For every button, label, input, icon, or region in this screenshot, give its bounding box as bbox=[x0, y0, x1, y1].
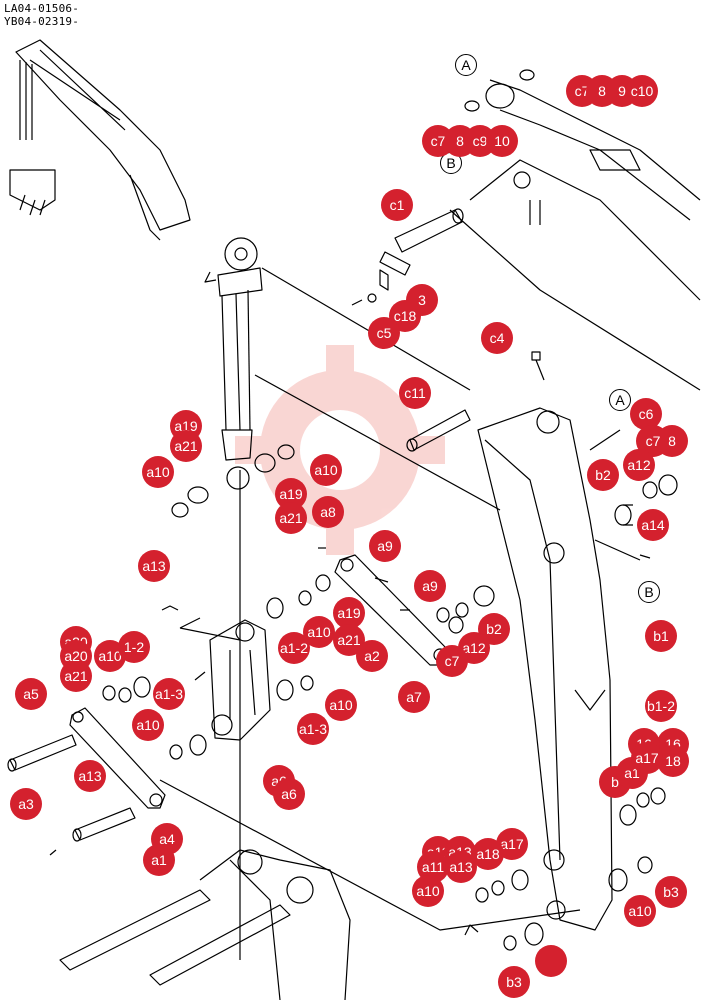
part-callout[interactable]: a9 bbox=[414, 570, 446, 602]
part-callout[interactable]: a6 bbox=[273, 778, 305, 810]
part-callout[interactable]: a17 bbox=[631, 742, 663, 774]
part-callout[interactable]: a18 bbox=[472, 838, 504, 870]
part-callout[interactable]: b1 bbox=[645, 620, 677, 652]
part-callout[interactable]: a1-3 bbox=[297, 713, 329, 745]
part-callout[interactable]: c11 bbox=[399, 377, 431, 409]
part-callout[interactable]: b3 bbox=[655, 876, 687, 908]
part-callout[interactable] bbox=[535, 945, 567, 977]
part-callout[interactable]: a1-2 bbox=[278, 632, 310, 664]
link-a3 bbox=[69, 707, 166, 809]
part-callout[interactable]: a3 bbox=[10, 788, 42, 820]
part-callout[interactable]: c1 bbox=[381, 189, 413, 221]
part-callout[interactable]: a13 bbox=[445, 851, 477, 883]
part-callout[interactable]: b1-2 bbox=[645, 690, 677, 722]
part-callout[interactable]: a13 bbox=[138, 550, 170, 582]
serial-range-2: YB04-02319- bbox=[4, 15, 80, 28]
pin-c1 bbox=[351, 208, 464, 306]
part-callout[interactable]: c5 bbox=[368, 317, 400, 349]
part-callout[interactable]: c7 bbox=[436, 645, 468, 677]
part-callout[interactable]: a10 bbox=[412, 875, 444, 907]
part-callout[interactable]: 10 bbox=[486, 125, 518, 157]
part-callout[interactable]: a14 bbox=[637, 509, 669, 541]
part-callout[interactable]: a10 bbox=[325, 689, 357, 721]
part-callout[interactable]: b2 bbox=[587, 459, 619, 491]
reference-marker-a: A bbox=[609, 389, 631, 411]
boom bbox=[477, 407, 641, 931]
serial-range-1: LA04-01506- bbox=[4, 2, 80, 15]
part-callout[interactable]: a13 bbox=[74, 760, 106, 792]
part-callout[interactable]: a21 bbox=[275, 502, 307, 534]
part-callout[interactable]: b3 bbox=[498, 966, 530, 998]
part-callout[interactable]: a21 bbox=[333, 624, 365, 656]
part-callout[interactable]: a1 bbox=[143, 844, 175, 876]
reference-marker-a: A bbox=[455, 54, 477, 76]
part-callout[interactable]: a8 bbox=[312, 496, 344, 528]
part-callout[interactable]: a12 bbox=[623, 449, 655, 481]
part-callout[interactable]: c10 bbox=[626, 75, 658, 107]
bushing-b2 bbox=[614, 474, 678, 559]
part-callout[interactable]: a7 bbox=[398, 681, 430, 713]
part-callout[interactable]: a20 bbox=[60, 640, 92, 672]
link-a1 bbox=[194, 619, 271, 741]
bucket-cylinder bbox=[204, 237, 263, 490]
part-callout[interactable]: c4 bbox=[481, 322, 513, 354]
part-callout[interactable]: a10 bbox=[310, 454, 342, 486]
reference-marker-b: B bbox=[638, 581, 660, 603]
part-callout[interactable]: a5 bbox=[15, 678, 47, 710]
part-callout[interactable]: a1-3 bbox=[153, 678, 185, 710]
part-callout[interactable]: a10 bbox=[624, 895, 656, 927]
part-callout[interactable]: a10 bbox=[132, 709, 164, 741]
part-callout[interactable]: a21 bbox=[170, 430, 202, 462]
part-callout[interactable]: c6 bbox=[630, 398, 662, 430]
machine-thumbnail bbox=[9, 39, 191, 241]
bucket bbox=[59, 849, 351, 1000]
arm-upper bbox=[449, 69, 701, 391]
part-callout[interactable]: a19 bbox=[333, 597, 365, 629]
part-callout[interactable]: a9 bbox=[369, 530, 401, 562]
part-callout[interactable]: a10 bbox=[142, 456, 174, 488]
part-callout[interactable]: 1-2 bbox=[118, 631, 150, 663]
part-callout[interactable]: 18 bbox=[657, 745, 689, 777]
part-callout[interactable]: a2 bbox=[356, 640, 388, 672]
